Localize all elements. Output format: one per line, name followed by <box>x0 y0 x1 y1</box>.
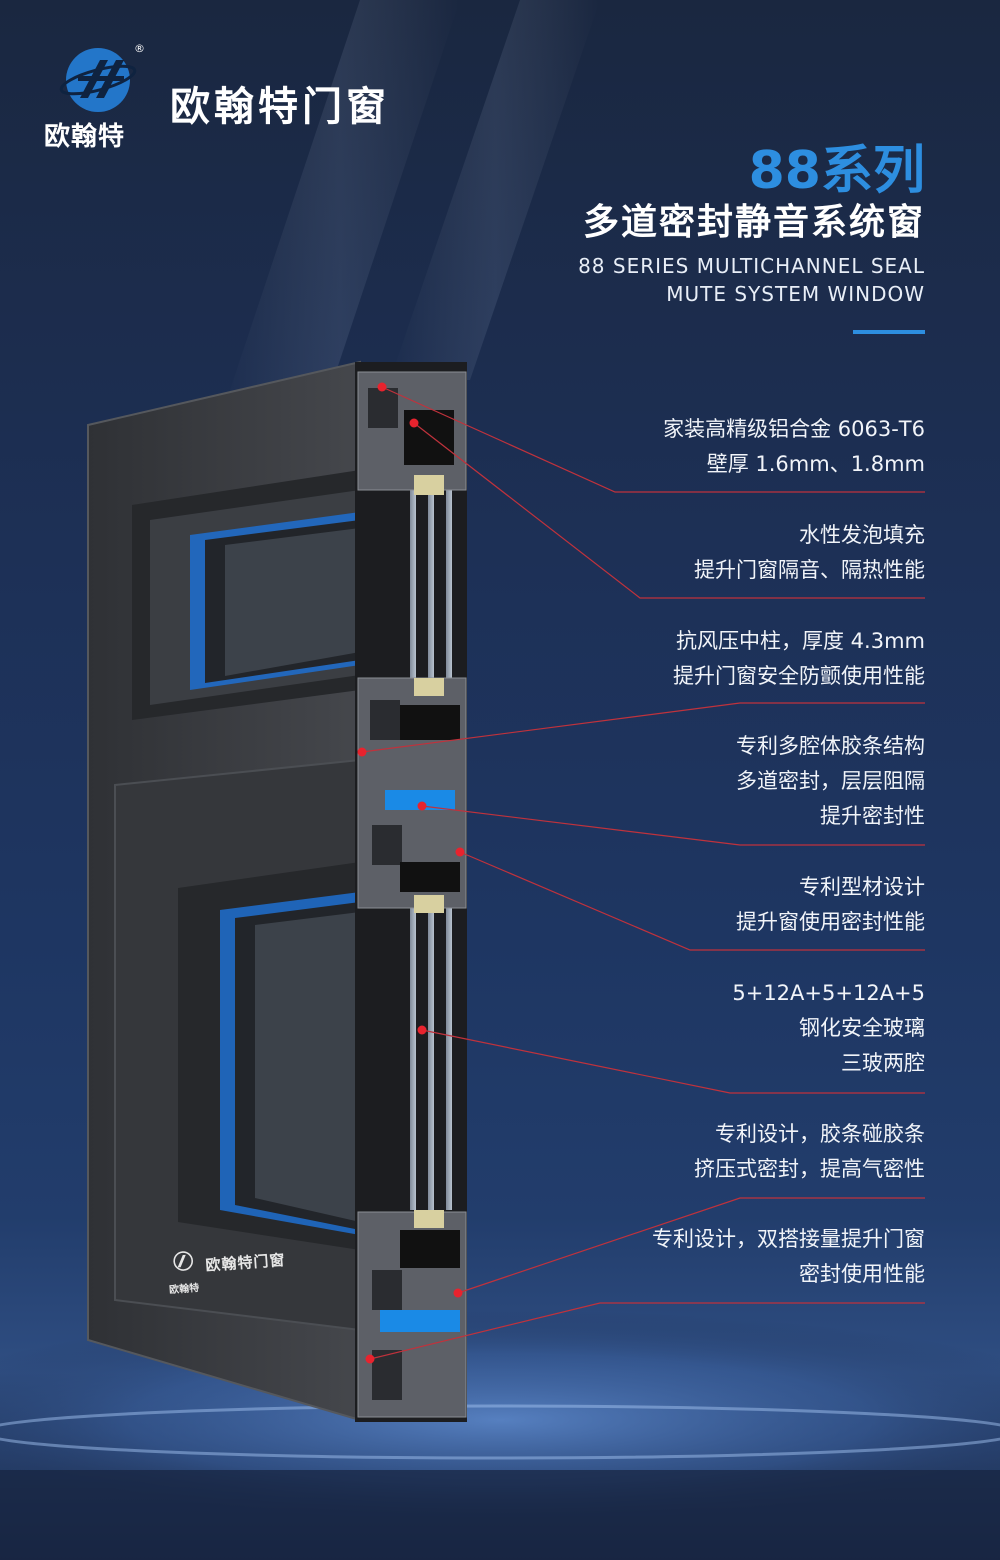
profile-brand-badge: 欧翰特 欧翰特门窗 <box>166 1249 286 1297</box>
feature-line: 提升门窗安全防颤使用性能 <box>673 664 925 688</box>
feature-line: 壁厚 1.6mm、1.8mm <box>706 452 925 476</box>
feature-line: 专利设计，胶条碰胶条 <box>715 1122 925 1146</box>
english-title: 88 SERIES MULTICHANNEL SEAL MUTE SYSTEM … <box>578 252 925 308</box>
series-title: 88系列 <box>748 141 925 201</box>
feature-line: 专利型材设计 <box>799 875 925 899</box>
oht-logo-icon <box>59 48 137 112</box>
feature-profile-design: 专利型材设计 提升窗使用密封性能 <box>736 870 925 940</box>
english-title-line-2: MUTE SYSTEM WINDOW <box>666 282 925 306</box>
feature-line: 专利设计，双搭接量提升门窗 <box>652 1227 925 1251</box>
registered-mark: ® <box>134 42 145 55</box>
feature-alloy: 家装高精级铝合金 6063-T6 壁厚 1.6mm、1.8mm <box>663 412 925 482</box>
feature-line: 提升门窗隔音、隔热性能 <box>694 558 925 582</box>
feature-foam-fill: 水性发泡填充 提升门窗隔音、隔热性能 <box>694 518 925 588</box>
accent-bar <box>853 330 925 334</box>
feature-glass: 5+12A+5+12A+5 钢化安全玻璃 三玻两腔 <box>732 976 925 1081</box>
feature-line: 提升密封性 <box>820 804 925 828</box>
profile-badge-mini: 欧翰特 <box>168 1282 200 1297</box>
feature-line: 密封使用性能 <box>799 1262 925 1286</box>
feature-double-overlap: 专利设计，双搭接量提升门窗 密封使用性能 <box>652 1222 925 1292</box>
feature-line: 多道密封，层层阻隔 <box>736 769 925 793</box>
feature-multi-cavity-seal: 专利多腔体胶条结构 多道密封，层层阻隔 提升密封性 <box>736 729 925 834</box>
feature-line: 钢化安全玻璃 <box>799 1016 925 1040</box>
feature-line: 三玻两腔 <box>841 1051 925 1075</box>
english-title-line-1: 88 SERIES MULTICHANNEL SEAL <box>578 254 925 278</box>
brand-name: 欧翰特门窗 <box>170 84 390 130</box>
feature-line: 5+12A+5+12A+5 <box>732 981 925 1005</box>
feature-line: 家装高精级铝合金 6063-T6 <box>663 417 925 441</box>
feature-mullion: 抗风压中柱，厚度 4.3mm 提升门窗安全防颤使用性能 <box>673 624 925 694</box>
feature-line: 挤压式密封，提高气密性 <box>694 1157 925 1181</box>
oht-logo-small-icon <box>173 1251 193 1271</box>
feature-line: 抗风压中柱，厚度 4.3mm <box>676 629 925 653</box>
feature-line: 提升窗使用密封性能 <box>736 910 925 934</box>
series-subtitle: 多道密封静音系统窗 <box>582 202 925 243</box>
feature-line: 水性发泡填充 <box>799 523 925 547</box>
feature-line: 专利多腔体胶条结构 <box>736 734 925 758</box>
feature-gasket-seal: 专利设计，胶条碰胶条 挤压式密封，提高气密性 <box>694 1117 925 1187</box>
logo-wordmark: 欧翰特 <box>44 122 126 152</box>
